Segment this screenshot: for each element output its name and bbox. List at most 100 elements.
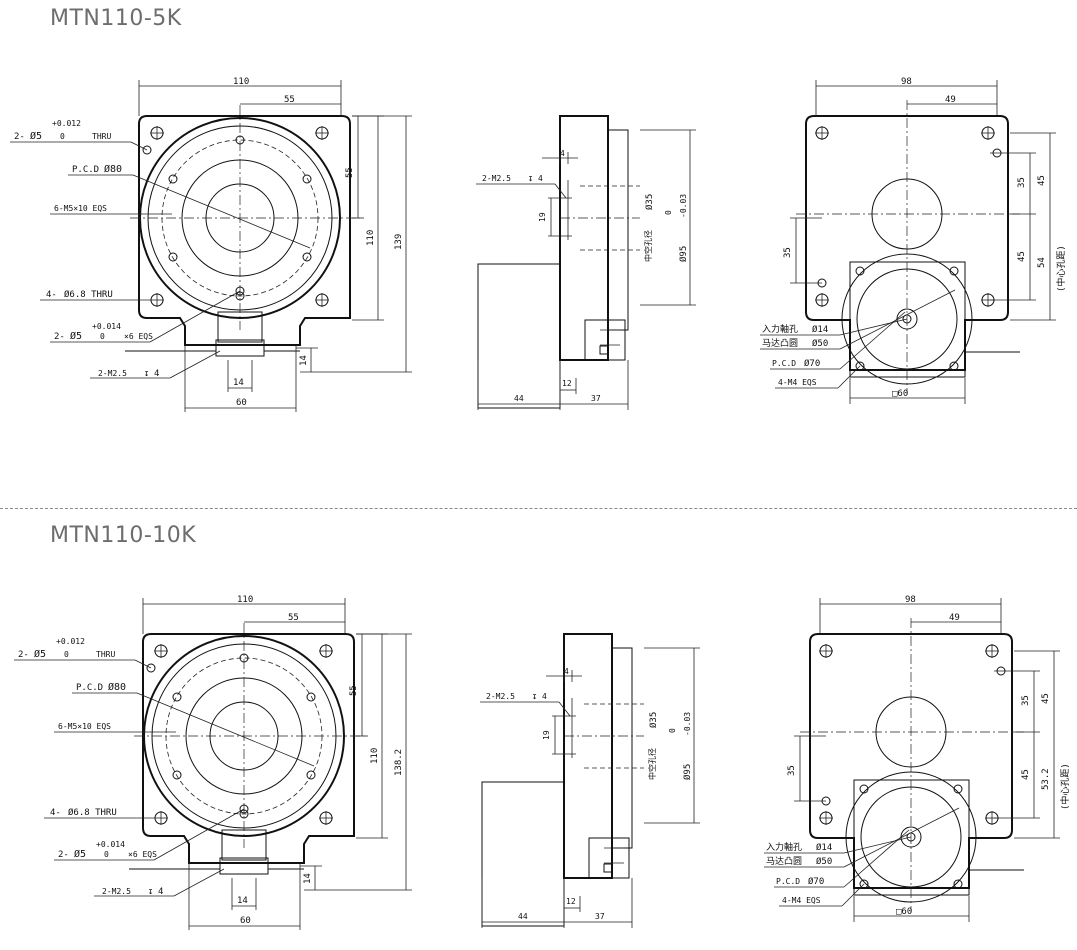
side-od-dia: Ø95: [682, 764, 693, 780]
front-dim-60: 60: [236, 398, 247, 408]
front-dim-total-height: 138.2: [394, 749, 404, 776]
rear-pcd-value: Ø70: [804, 358, 820, 369]
front-pcd-label: P.C.D: [76, 683, 103, 693]
front-pin2-label: 2-: [54, 332, 65, 342]
side-depth-symbol: ↧: [528, 174, 533, 184]
rear-dim-98: 98: [905, 595, 916, 605]
rear-tap-label: 4-M4 EQS: [778, 378, 817, 387]
rear-input-shaft-label: 入力軸孔: [762, 323, 798, 335]
side-m25-label: 2-M2.5: [486, 692, 515, 701]
front-pin-hole-tol: +0.012: [56, 637, 85, 646]
drawing-mtn110-5k: 110 55 55 110 139 14 14 60 +0.012 2- Ø5 …: [10, 77, 1067, 412]
side-dim-19: 19: [538, 212, 547, 222]
front-thru-label: 4-: [46, 290, 57, 300]
rear-dim-49: 49: [949, 613, 960, 623]
side-dim-4: 4: [560, 149, 565, 158]
front-dim-14-horiz: 14: [233, 378, 244, 388]
front-pin2-tol: +0.014: [96, 840, 125, 849]
rear-motor-boss-label: 马达凸圆: [762, 337, 798, 349]
rear-tap-label: 4-M4 EQS: [782, 896, 821, 905]
side-center-hole-label: 中空孔径: [647, 748, 657, 780]
front-pcd-value: Ø80: [104, 163, 122, 175]
front-thru-value: Ø6.8 THRU: [64, 289, 113, 300]
side-center-hole-dia: Ø35: [648, 712, 659, 728]
front-tap-label: 6-M5×10 EQS: [58, 722, 111, 731]
front-pin-hole-tol-low: 0: [64, 650, 69, 659]
rear-square-label: □60: [896, 907, 912, 917]
side-center-hole-label: 中空孔径: [643, 230, 653, 262]
side-dim-4: 4: [564, 667, 569, 676]
rear-dim-98: 98: [901, 77, 912, 87]
rear-center-label: (中心孔距): [1059, 763, 1071, 810]
front-m25-depth: 4: [158, 887, 163, 897]
side-dim-12: 12: [562, 379, 572, 388]
side-view: 4 2-M2.5 ↧ 4 19 Ø35 中空孔径 0 -0.03 Ø95 44 …: [480, 633, 700, 928]
rear-pcd-label: P.C.D: [772, 359, 796, 368]
rear-dim-total-right: 53.2: [1041, 768, 1051, 790]
front-pin-hole-suffix: THRU: [92, 132, 111, 141]
rear-input-shaft-label: 入力軸孔: [766, 841, 802, 853]
front-dim-half: 55: [288, 613, 299, 623]
rear-dim-45-lower: 45: [1021, 769, 1031, 780]
rear-view: 98 49 35 45 45 54 (中心孔距) 35 入力軸孔 Ø14 马达凸…: [760, 77, 1067, 404]
front-pin-hole-tol-low: 0: [60, 132, 65, 141]
front-depth-symbol: ↧: [148, 887, 153, 897]
front-m25-label: 2-M2.5: [102, 887, 131, 896]
front-pin-hole-label: 2-: [18, 650, 29, 660]
front-pin2-tol-low: 0: [104, 850, 109, 859]
rear-dim-45-right: 45: [1041, 693, 1051, 704]
front-view: 110 55 55 110 138.2 14 14 60 +0.012 2- Ø…: [14, 595, 412, 930]
rear-center-label: (中心孔距): [1055, 245, 1067, 292]
front-dim-55-vert: 55: [345, 167, 355, 178]
front-dim-width: 110: [233, 77, 249, 87]
front-pin-hole-dia: Ø5: [30, 130, 42, 142]
section-title-mtn110-5k: MTN110-5K: [50, 6, 182, 31]
side-dim-37: 37: [595, 912, 605, 921]
front-pin-hole-label: 2-: [14, 132, 25, 142]
front-dim-110-vert: 110: [370, 748, 380, 764]
front-dim-total-height: 139: [394, 234, 404, 250]
front-pcd-value: Ø80: [108, 681, 126, 693]
rear-motor-boss-label: 马达凸圆: [766, 855, 802, 867]
rear-dim-total-right: 54: [1037, 257, 1047, 268]
front-dim-55-vert: 55: [349, 685, 359, 696]
front-view: 110 55 55 110 139 14 14 60 +0.012 2- Ø5 …: [10, 77, 412, 412]
side-dim-19: 19: [542, 730, 551, 740]
rear-input-shaft-dia: Ø14: [812, 324, 828, 335]
rear-dim-35-left: 35: [783, 247, 793, 258]
side-view: 4 2-M2.5 ↧ 4 19 Ø35 中空孔径 0 -0.03 Ø95 44 …: [476, 115, 696, 410]
side-od-tol-low: -0.03: [683, 712, 692, 736]
side-m25-label: 2-M2.5: [482, 174, 511, 183]
rear-dim-35-right: 35: [1017, 177, 1027, 188]
front-depth-symbol: ↧: [144, 369, 149, 379]
front-dim-60: 60: [240, 916, 251, 926]
front-tap-label: 6-M5×10 EQS: [54, 204, 107, 213]
rear-input-shaft-dia: Ø14: [816, 842, 832, 853]
front-thru-value: Ø6.8 THRU: [68, 807, 117, 818]
rear-dim-45-right: 45: [1037, 175, 1047, 186]
front-dim-110-vert: 110: [366, 230, 376, 246]
front-pin2-suffix: ×6 EQS: [124, 332, 153, 341]
front-pin-hole-dia: Ø5: [34, 648, 46, 660]
side-od-tol-high: 0: [668, 728, 677, 733]
front-pin2-label: 2-: [58, 850, 69, 860]
front-pin2-suffix: ×6 EQS: [128, 850, 157, 859]
side-od-tol-low: -0.03: [679, 194, 688, 218]
side-dim-44: 44: [514, 394, 524, 403]
front-dim-14-horiz: 14: [237, 896, 248, 906]
front-pcd-label: P.C.D: [72, 165, 99, 175]
front-pin-hole-tol: +0.012: [52, 119, 81, 128]
front-dim-14-vert: 14: [299, 355, 309, 366]
side-dim-12: 12: [566, 897, 576, 906]
side-m25-depth: 4: [538, 174, 543, 183]
side-od-tol-high: 0: [664, 210, 673, 215]
rear-dim-45-lower: 45: [1017, 251, 1027, 262]
side-dim-44: 44: [518, 912, 528, 921]
front-dim-14-vert: 14: [303, 873, 313, 884]
side-dim-37: 37: [591, 394, 601, 403]
front-m25-label: 2-M2.5: [98, 369, 127, 378]
side-m25-depth: 4: [542, 692, 547, 701]
section-divider: [0, 508, 1077, 509]
side-od-dia: Ø95: [678, 246, 689, 262]
section-title-mtn110-10k: MTN110-10K: [50, 523, 197, 548]
